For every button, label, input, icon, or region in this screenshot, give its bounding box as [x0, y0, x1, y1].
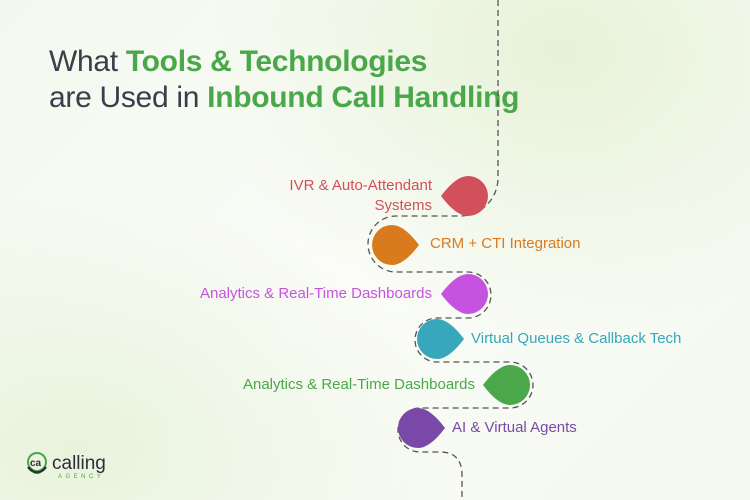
logo-sub: AGENCY — [58, 474, 104, 480]
item-label-5: Analytics & Real-Time Dashboards — [242, 376, 475, 393]
pin-marker-icon — [441, 176, 488, 216]
title-highlight: Inbound Call Handling — [207, 81, 520, 114]
pin-marker-icon — [398, 408, 445, 448]
pin-marker-icon — [372, 225, 419, 265]
title-text: are Used in — [49, 81, 208, 114]
item-label-3: Analytics & Real-Time Dashboards — [199, 285, 432, 302]
logo: ca calling AGENCY — [22, 450, 122, 485]
title-highlight: Tools & Technologies — [125, 45, 428, 78]
item-label-1: IVR & Auto-Attendant Systems — [289, 177, 432, 214]
item-label-6: AI & Virtual Agents — [452, 419, 577, 436]
pin-marker-icon — [417, 319, 464, 359]
item-label-4: Virtual Queues & Callback Tech — [471, 330, 682, 347]
page-title: What Tools & Technologies are Used in In… — [49, 44, 519, 116]
logo-mark: ca — [30, 458, 42, 469]
logo-text: calling — [52, 453, 106, 474]
pin-marker-icon — [441, 274, 488, 314]
calling-agency-logo: ca calling AGENCY — [27, 452, 106, 480]
item-label-2: CRM + CTI Integration — [430, 235, 581, 252]
pin-marker-icon — [483, 365, 530, 405]
title-text: What — [49, 45, 126, 78]
